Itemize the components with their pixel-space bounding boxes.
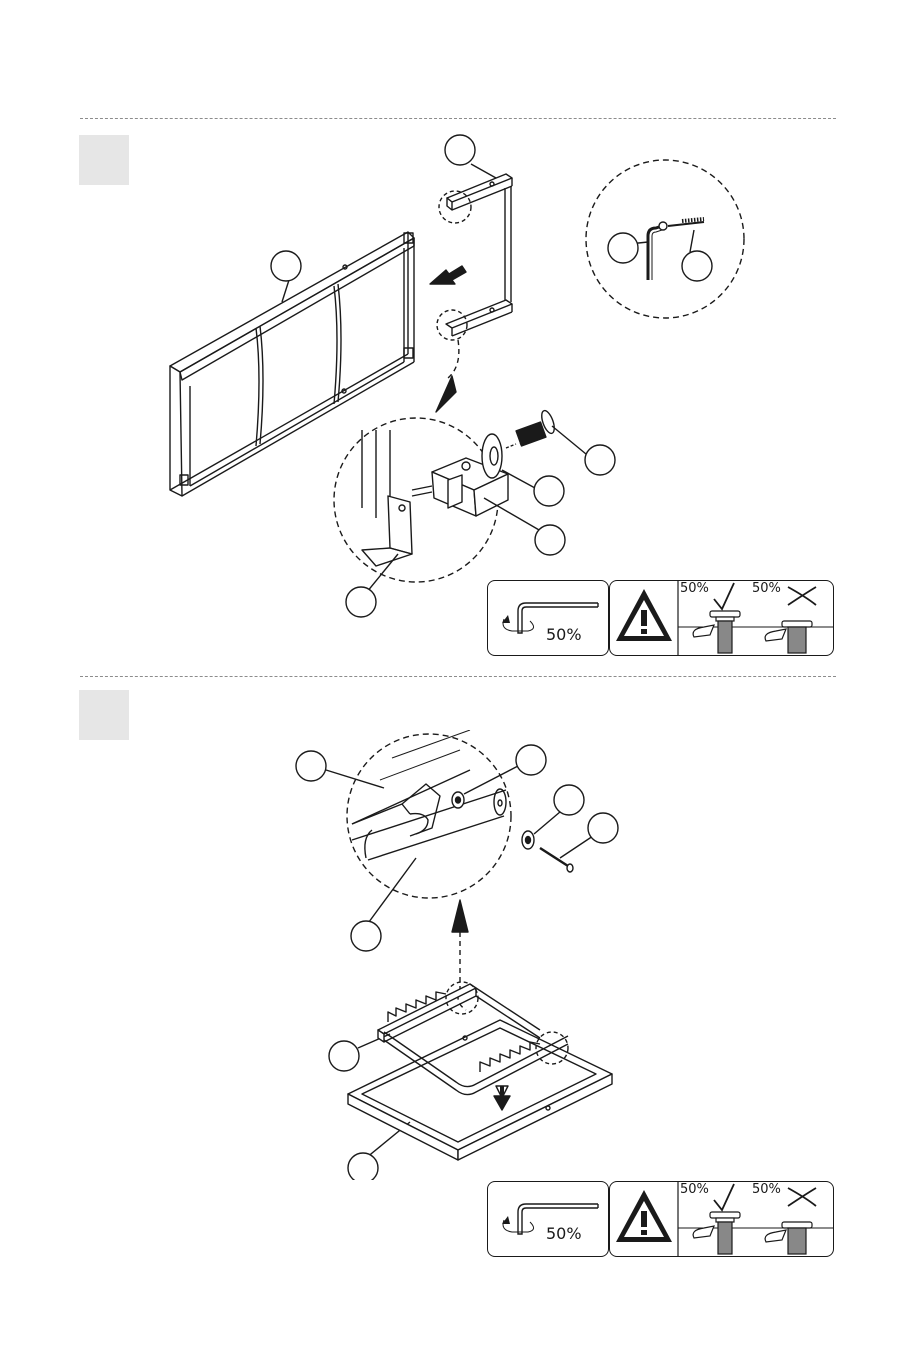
torque-panel: 50% <box>487 1181 609 1257</box>
step-2-info-panel: 50% <box>487 1181 834 1259</box>
separator-middle <box>80 676 836 677</box>
zoom-tube-detail <box>352 730 506 860</box>
check-percent: 50% <box>680 581 709 596</box>
check-percent: 50% <box>680 1182 709 1197</box>
callout-zoom-block <box>535 525 565 555</box>
callout-tube <box>351 921 381 951</box>
callout-washer-small <box>516 745 546 775</box>
cross-percent: 50% <box>752 1182 781 1197</box>
callout-seat-bracket <box>296 751 326 781</box>
side-frame <box>446 174 512 336</box>
separator-top <box>80 118 836 119</box>
check-icon <box>714 1184 734 1210</box>
callout-screw <box>588 813 618 843</box>
callout-hex-key <box>608 233 638 263</box>
callout-seat-frame <box>329 1041 359 1071</box>
warning-triangle-icon <box>616 589 672 641</box>
callout-side-frame <box>445 135 475 165</box>
torque-percent: 50% <box>546 625 582 644</box>
check-icon <box>714 583 734 609</box>
callout-zoom-bolt <box>585 445 615 475</box>
cross-percent: 50% <box>752 581 781 596</box>
torque-percent: 50% <box>546 1224 582 1243</box>
cross-icon <box>788 587 816 605</box>
step-2-figure <box>0 730 914 1180</box>
warning-panel: 50% 50% <box>609 580 834 656</box>
warning-panel: 50% 50% <box>609 1181 834 1257</box>
hex-key-rotate-icon <box>488 1182 608 1256</box>
step-1-info-panel: 50% <box>487 580 834 658</box>
callout-back-panel <box>271 251 301 281</box>
callout-zoom-bracket <box>346 587 376 617</box>
callout-zoom-washer <box>534 476 564 506</box>
cross-icon <box>788 1188 816 1206</box>
zoom-bracket-detail <box>362 409 557 566</box>
callout-washer-large <box>554 785 584 815</box>
callout-base-frame <box>348 1153 378 1180</box>
warning-triangle-icon <box>616 1190 672 1242</box>
callout-bolt <box>682 251 712 281</box>
step-2-drawing <box>0 730 914 1180</box>
torque-panel: 50% <box>487 580 609 656</box>
